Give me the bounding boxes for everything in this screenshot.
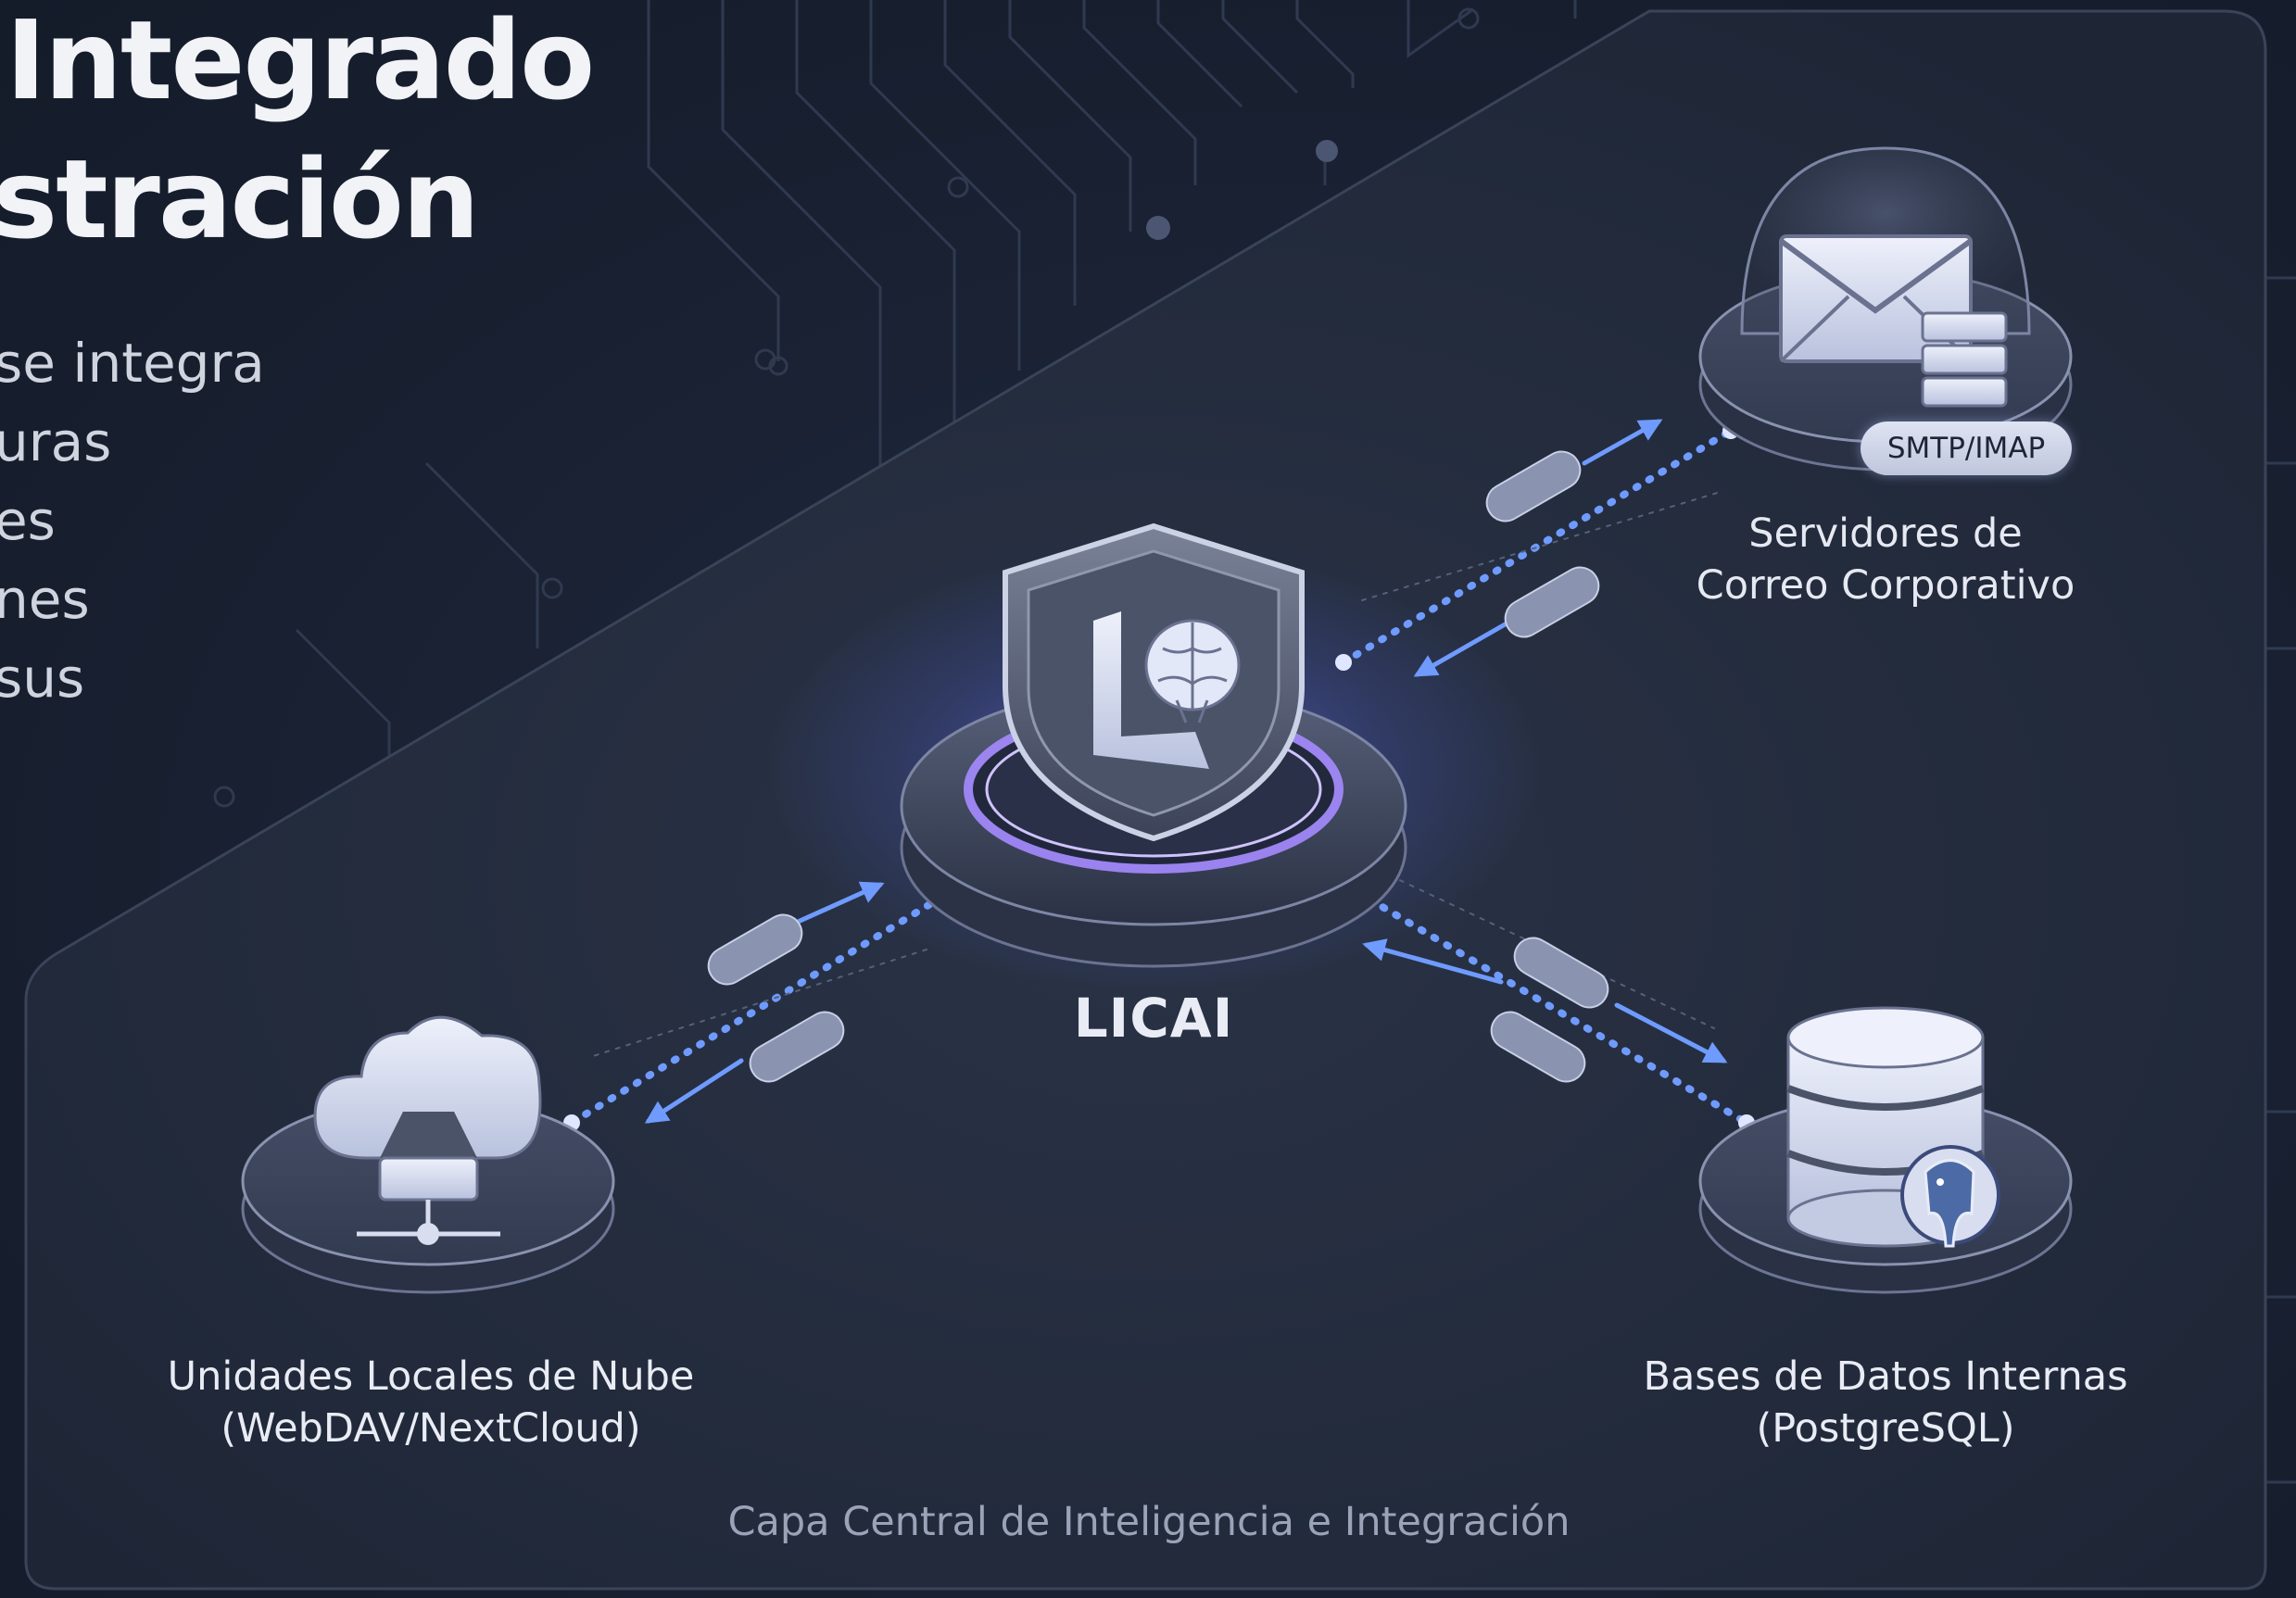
heading-line-2: stración — [0, 135, 480, 263]
brain-icon — [1144, 619, 1241, 724]
data-packets — [707, 450, 1609, 1083]
mail-label-line-2: Correo Corporativo — [1696, 562, 2075, 609]
body-line: sus — [0, 647, 85, 710]
cloud-icon — [313, 1015, 542, 1245]
heading-line-1: Integrado — [6, 0, 595, 124]
elephant-icon — [1900, 1145, 2000, 1248]
server-icon — [1921, 311, 2008, 408]
hub-label: LICAI — [1073, 987, 1234, 1050]
cloud-label-line-1: Unidades Locales de Nube — [167, 1353, 695, 1400]
body-line: se integra — [0, 332, 265, 395]
body-line: uras — [0, 410, 112, 473]
cloud-label-line-2: (WebDAV/NextCloud) — [221, 1405, 641, 1452]
db-label-line-2: (PostgreSQL) — [1756, 1405, 2015, 1452]
panel-caption: Capa Central de Inteligencia e Integraci… — [727, 1499, 1571, 1545]
body-paragraph: se integra uras es nes sus — [0, 324, 265, 718]
mail-label-line-1: Servidores de — [1748, 510, 2023, 557]
database-node-label: Bases de Datos Internas (PostgreSQL) — [1612, 1351, 2159, 1454]
cloud-node-label: Unidades Locales de Nube (WebDAV/NextClo… — [120, 1351, 741, 1454]
page-heading: Integrado stración — [0, 0, 595, 269]
circuit-node — [1316, 140, 1338, 162]
db-label-line-1: Bases de Datos Internas — [1643, 1353, 2128, 1400]
logo-l-glyph — [1093, 611, 1209, 769]
protocol-badge: SMTP/IMAP — [1861, 422, 2072, 475]
circuit-node — [1146, 216, 1170, 240]
body-line: es — [0, 489, 56, 552]
mail-node-label: Servidores de Correo Corporativo — [1649, 508, 2122, 611]
body-line: nes — [0, 568, 90, 631]
envelope-icon — [1779, 234, 1973, 363]
